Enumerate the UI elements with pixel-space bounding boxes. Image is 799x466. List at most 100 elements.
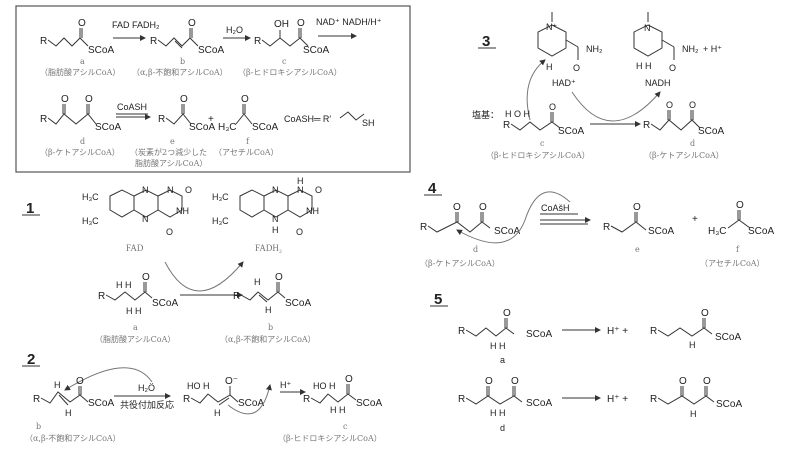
chem-label: H O H	[505, 109, 530, 119]
chem-label: O	[689, 100, 696, 110]
section-number: 1	[26, 200, 34, 217]
chem-label: O	[61, 94, 69, 105]
bond	[657, 327, 713, 337]
chem-label: O	[296, 227, 303, 237]
chem-label: SCoA	[189, 122, 215, 133]
chem-label: O	[666, 100, 673, 110]
chem-label: N	[644, 23, 651, 33]
bond	[109, 189, 135, 218]
bond	[633, 24, 663, 57]
chem-label: H	[297, 176, 304, 186]
chem-label: H H	[126, 306, 142, 316]
bond	[157, 37, 199, 47]
label-b: b	[180, 57, 185, 66]
chem-label: SCoA	[198, 45, 224, 56]
reaction-arrow	[456, 191, 571, 244]
chem-label: SCoA	[494, 226, 520, 237]
chem-label: H⁺ +	[607, 326, 628, 337]
chem-label: SCoA	[526, 329, 552, 340]
chem-label: H H	[490, 341, 506, 351]
chem-label: SCoA	[95, 122, 121, 133]
bond	[239, 189, 265, 218]
chem-label: d	[690, 139, 695, 148]
chem-label: R	[650, 326, 657, 337]
chem-label: H H	[116, 280, 132, 290]
chem-label: （炭素が2つ減少した	[130, 147, 207, 157]
chem-label: R	[233, 291, 240, 302]
chem-label: O	[188, 18, 196, 29]
chem-label: （β-ヒドロキシアシルCoA）	[486, 151, 590, 160]
chem-label: O	[345, 374, 353, 385]
chem-label: H	[689, 340, 696, 350]
nad-nadh-label: NAD⁺ NADH/H⁺	[316, 17, 382, 27]
bond	[661, 39, 675, 48]
chem-label: N	[142, 185, 149, 195]
chem-label: SCoA	[88, 398, 114, 409]
chem-label: R	[98, 291, 105, 302]
chem-label: d	[473, 245, 478, 254]
coash-label: CoASH	[117, 102, 147, 112]
chem-label: SCoA	[698, 126, 724, 137]
chem-label: 2	[27, 351, 35, 368]
bond	[727, 219, 751, 229]
chem-label: R	[158, 114, 165, 125]
chem-label: O	[85, 94, 93, 105]
r-group: R	[40, 36, 47, 47]
chem-label: O	[633, 202, 641, 213]
coash-reagent: CoAšH	[541, 203, 570, 213]
chem-label: d	[500, 423, 505, 433]
chem-label: （β-ヒドロキシアシルCoA）	[278, 434, 382, 443]
chem-label: H₃C	[708, 226, 727, 237]
bond	[427, 221, 491, 233]
chem-label: O	[275, 272, 283, 283]
fadh2-structure: H₃C H₃C N N H N H O NH O FADH₂	[212, 176, 322, 253]
compound-e-structure: R O SCoA	[158, 94, 215, 133]
bond	[657, 395, 715, 405]
chem-label: +	[208, 114, 214, 125]
bond	[465, 327, 515, 337]
chem-label: （α,β-不飽和アシルCoA）	[220, 334, 316, 344]
bond	[235, 113, 253, 125]
chem-label: SCoA	[303, 45, 329, 56]
chem-label: O	[573, 63, 580, 73]
reaction-arrow	[227, 384, 272, 415]
label-c: c	[282, 57, 287, 66]
bond	[165, 113, 192, 125]
chem-label: N	[272, 214, 279, 224]
chem-label: O	[503, 308, 511, 319]
chem-label: R	[33, 394, 40, 405]
chem-label: H⁺ +	[607, 394, 628, 405]
chem-label: R	[643, 120, 650, 131]
chem-label: H	[265, 305, 272, 315]
chem-label: c	[343, 422, 348, 431]
chem-label: H	[690, 409, 697, 419]
bond	[174, 40, 183, 49]
overview-box: R O SCoA FAD FADH₂ R O SCoA H₂O R OH O S…	[15, 5, 411, 173]
chem-label: e	[635, 245, 640, 254]
chem-label: SCoA	[356, 398, 382, 409]
chem-label: H₃C	[212, 216, 229, 226]
chem-label: （アセチルCoA）	[700, 259, 765, 268]
chem-label: H	[546, 62, 553, 72]
chem-label: O	[703, 376, 711, 387]
bond	[339, 111, 365, 121]
compound-b-structure: R O SCoA	[150, 18, 224, 56]
compound-c-structure: R OH O SCoA	[254, 18, 329, 56]
chem-label: O⁻	[225, 376, 238, 387]
nadh-structure: N NH₂ + H⁺ O H H NADH	[633, 12, 722, 88]
chem-label: O	[76, 376, 84, 387]
chem-label: O	[736, 200, 744, 211]
chem-label: + H⁺	[703, 44, 722, 54]
compound-f-structure: H₃C O SCoA	[218, 94, 278, 133]
chem-label: HO H	[313, 381, 336, 391]
section-3: 3 N⁺ NH₂ O H HAD⁺ N NH₂ + H⁺ O H H NADH	[472, 12, 724, 160]
reaction-arrow	[571, 91, 661, 122]
bond	[258, 294, 268, 303]
chem-label: SCoA	[238, 398, 264, 409]
chem-label: （β-ケトアシルCoA）	[644, 151, 724, 160]
chem-label: O	[166, 227, 173, 237]
chem-label: O	[485, 376, 493, 387]
chem-label: H₃C	[82, 216, 99, 226]
